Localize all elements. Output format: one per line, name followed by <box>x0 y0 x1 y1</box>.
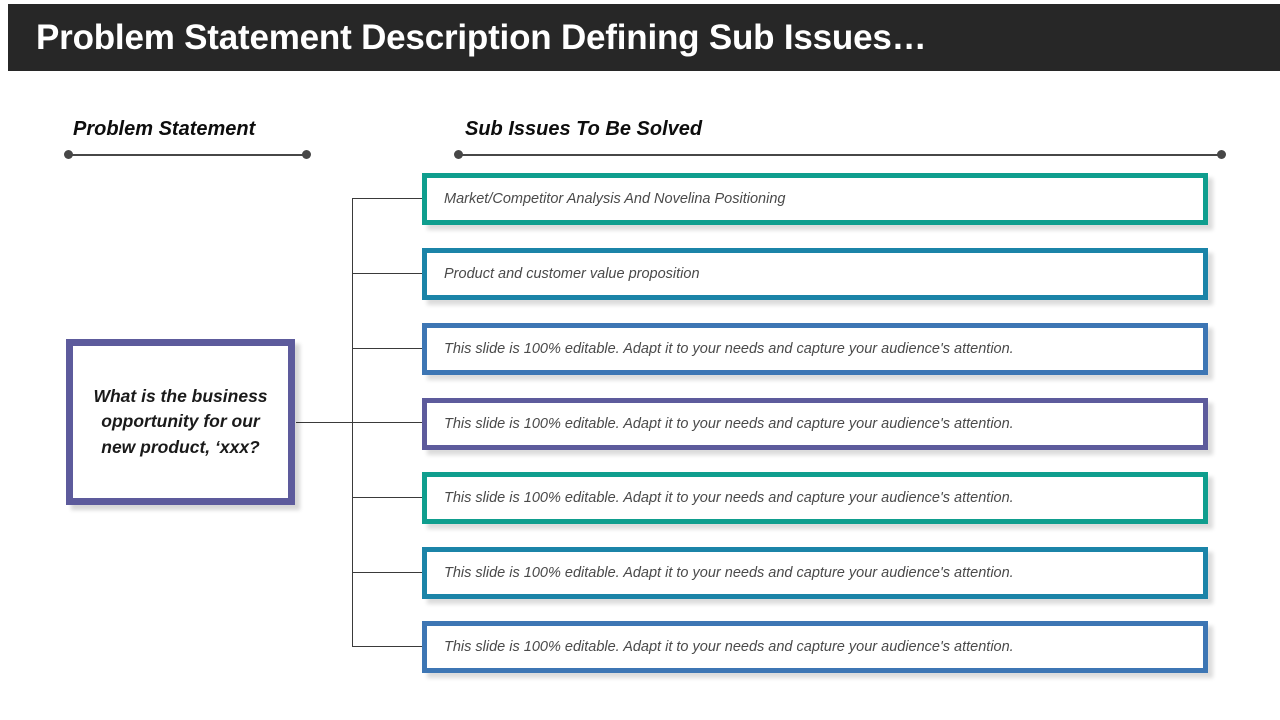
column-rule-right <box>454 150 1226 159</box>
sub-issue-text: This slide is 100% editable. Adapt it to… <box>444 490 1014 506</box>
slide-title-bar: Problem Statement Description Defining S… <box>8 4 1280 71</box>
sub-issue-box-4[interactable]: This slide is 100% editable. Adapt it to… <box>422 398 1208 450</box>
sub-issue-text: Product and customer value proposition <box>444 266 700 282</box>
page-title: Problem Statement Description Defining S… <box>36 17 927 57</box>
sub-issue-text: This slide is 100% editable. Adapt it to… <box>444 565 1014 581</box>
rule-dot-end-icon <box>302 150 311 159</box>
column-rule-left <box>64 150 311 159</box>
sub-issue-box-1[interactable]: Market/Competitor Analysis And Novelina … <box>422 173 1208 225</box>
sub-issue-box-6[interactable]: This slide is 100% editable. Adapt it to… <box>422 547 1208 599</box>
sub-issue-box-7[interactable]: This slide is 100% editable. Adapt it to… <box>422 621 1208 673</box>
sub-issue-text: This slide is 100% editable. Adapt it to… <box>444 639 1014 655</box>
sub-issue-text: This slide is 100% editable. Adapt it to… <box>444 416 1014 432</box>
column-header-problem-statement: Problem Statement <box>73 118 256 140</box>
sub-issue-box-5[interactable]: This slide is 100% editable. Adapt it to… <box>422 472 1208 524</box>
column-header-sub-issues: Sub Issues To Be Solved <box>465 118 703 140</box>
rule-line <box>68 153 307 156</box>
sub-issue-text: Market/Competitor Analysis And Novelina … <box>444 191 786 207</box>
rule-dot-end-icon <box>1217 150 1226 159</box>
sub-issue-box-3[interactable]: This slide is 100% editable. Adapt it to… <box>422 323 1208 375</box>
problem-statement-box[interactable]: What is the business opportunity for our… <box>66 339 295 505</box>
problem-statement-text: What is the business opportunity for our… <box>93 385 268 457</box>
sub-issue-text: This slide is 100% editable. Adapt it to… <box>444 341 1014 357</box>
rule-line <box>458 153 1222 156</box>
sub-issue-box-2[interactable]: Product and customer value proposition <box>422 248 1208 300</box>
